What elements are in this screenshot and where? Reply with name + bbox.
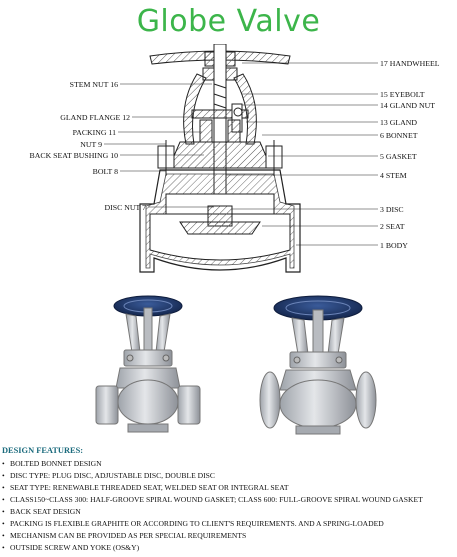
feature-item: Disc type: plug disc, adjustable disc, d… bbox=[2, 470, 457, 482]
feature-item: Seat type: renewable threaded seat, weld… bbox=[2, 482, 457, 494]
label-gland: 13 GLAND bbox=[380, 118, 417, 127]
labels-left: STEM NUT 16 GLAND FLANGE 12 PACKING 11 N… bbox=[30, 80, 147, 212]
leader-lines bbox=[104, 62, 378, 246]
bonnet-section bbox=[157, 140, 283, 176]
feature-item: Back seat design bbox=[2, 506, 457, 518]
valve-photo-left bbox=[95, 295, 201, 433]
feature-item: Outside screw and yoke (OS&Y) bbox=[2, 542, 457, 554]
label-packing: PACKING 11 bbox=[73, 128, 116, 137]
body-section bbox=[139, 169, 301, 273]
label-handwheel: 17 HANDWHEEL bbox=[380, 59, 440, 68]
label-disc: 3 DISC bbox=[380, 205, 404, 214]
design-features: DESIGN FEATURES: Bolted bonnet design Di… bbox=[2, 445, 457, 554]
label-stem-nut: STEM NUT 16 bbox=[70, 80, 118, 89]
label-gland-flange: GLAND FLANGE 12 bbox=[60, 113, 130, 122]
feature-item: Bolted bonnet design bbox=[2, 458, 457, 470]
label-eyebolt: 15 EYEBOLT bbox=[380, 90, 425, 99]
label-disc-nut: DISC NUT 7 bbox=[105, 203, 147, 212]
valve-cross-section-diagram: STEM NUT 16 GLAND FLANGE 12 PACKING 11 N… bbox=[30, 44, 440, 273]
label-seat: 2 SEAT bbox=[380, 222, 405, 231]
label-bonnet: 6 BONNET bbox=[380, 131, 418, 140]
feature-item: mechanism can be provided as per special… bbox=[2, 530, 457, 542]
gland-section bbox=[191, 103, 249, 143]
valve-photo-right bbox=[259, 295, 377, 435]
valve-product-images bbox=[95, 295, 377, 435]
features-heading: DESIGN FEATURES: bbox=[2, 446, 84, 455]
label-gasket: 5 GASKET bbox=[380, 152, 417, 161]
label-bolt: BOLT 8 bbox=[93, 167, 118, 176]
label-body: 1 BODY bbox=[380, 241, 408, 250]
label-stem: 4 STEM bbox=[380, 171, 407, 180]
feature-item: Class150~Class 300: half-groove spiral w… bbox=[2, 494, 457, 506]
labels-right: 17 HANDWHEEL 15 EYEBOLT 14 GLAND NUT 13 … bbox=[380, 59, 440, 250]
label-nut: NUT 9 bbox=[80, 140, 102, 149]
features-list: Bolted bonnet design Disc type: plug dis… bbox=[2, 458, 457, 554]
label-back-seat-bushing: BACK SEAT BUSHING 10 bbox=[30, 151, 119, 160]
feature-item: Packing is flexible graphite or accordin… bbox=[2, 518, 457, 530]
page-title: Globe Valve bbox=[136, 4, 321, 39]
label-gland-nut: 14 GLAND NUT bbox=[380, 101, 435, 110]
